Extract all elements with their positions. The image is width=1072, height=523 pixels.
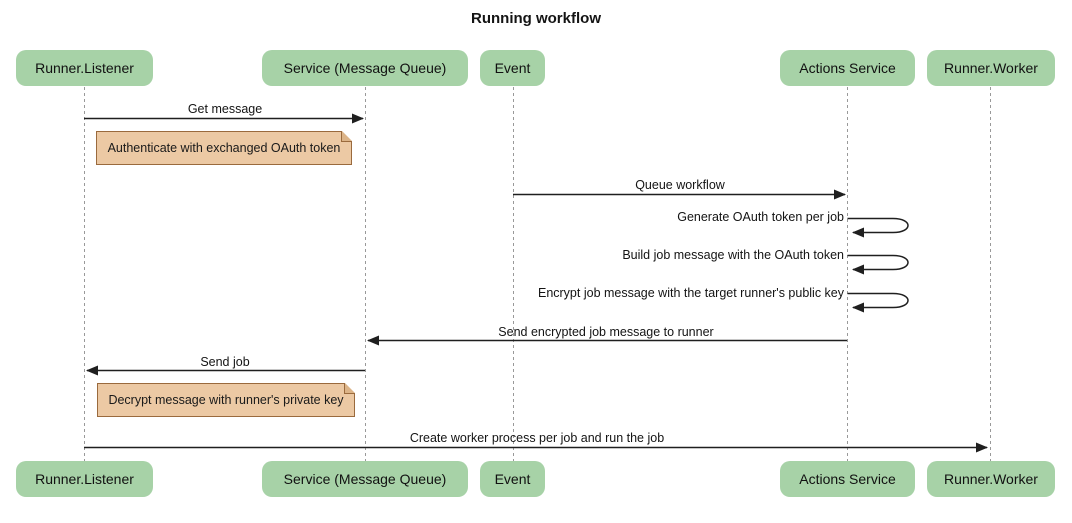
arrow-self-generate-oauth-token	[847, 217, 909, 238]
actor-bottom-runner-worker: Runner.Worker	[927, 461, 1055, 497]
message-label-get-message: Get message	[187, 102, 263, 116]
note-text: Authenticate with exchanged OAuth token	[107, 141, 341, 155]
actor-top-event: Event	[480, 50, 545, 86]
actor-top-actions-service: Actions Service	[780, 50, 915, 86]
actor-bottom-event: Event	[480, 461, 545, 497]
actor-bottom-runner-listener: Runner.Listener	[16, 461, 153, 497]
message-label-encrypt-job-message: Encrypt job message with the target runn…	[537, 286, 844, 300]
arrow-self-build-job-message	[847, 254, 909, 275]
actor-top-runner-listener: Runner.Listener	[16, 50, 153, 86]
actor-top-service-message-queue: Service (Message Queue)	[262, 50, 468, 86]
actor-top-runner-worker: Runner.Worker	[927, 50, 1055, 86]
message-label-send-encrypted-job: Send encrypted job message to runner	[498, 325, 714, 339]
arrow-self-encrypt-job-message	[847, 292, 909, 313]
actor-bottom-actions-service: Actions Service	[780, 461, 915, 497]
note-decrypt-private-key: Decrypt message with runner's private ke…	[97, 383, 355, 417]
note-authenticate-oauth: Authenticate with exchanged OAuth token	[96, 131, 352, 165]
note-fold-icon	[344, 383, 355, 394]
message-label-create-worker-process: Create worker process per job and run th…	[409, 431, 665, 445]
diagram-title: Running workflow	[471, 10, 601, 27]
note-fold-icon	[341, 131, 352, 142]
note-text: Decrypt message with runner's private ke…	[108, 393, 344, 407]
message-label-queue-workflow: Queue workflow	[635, 178, 725, 192]
message-label-send-job: Send job	[200, 355, 250, 369]
actor-bottom-service-message-queue: Service (Message Queue)	[262, 461, 468, 497]
message-label-build-job-message: Build job message with the OAuth token	[622, 248, 844, 262]
message-label-generate-oauth-token: Generate OAuth token per job	[677, 210, 844, 224]
